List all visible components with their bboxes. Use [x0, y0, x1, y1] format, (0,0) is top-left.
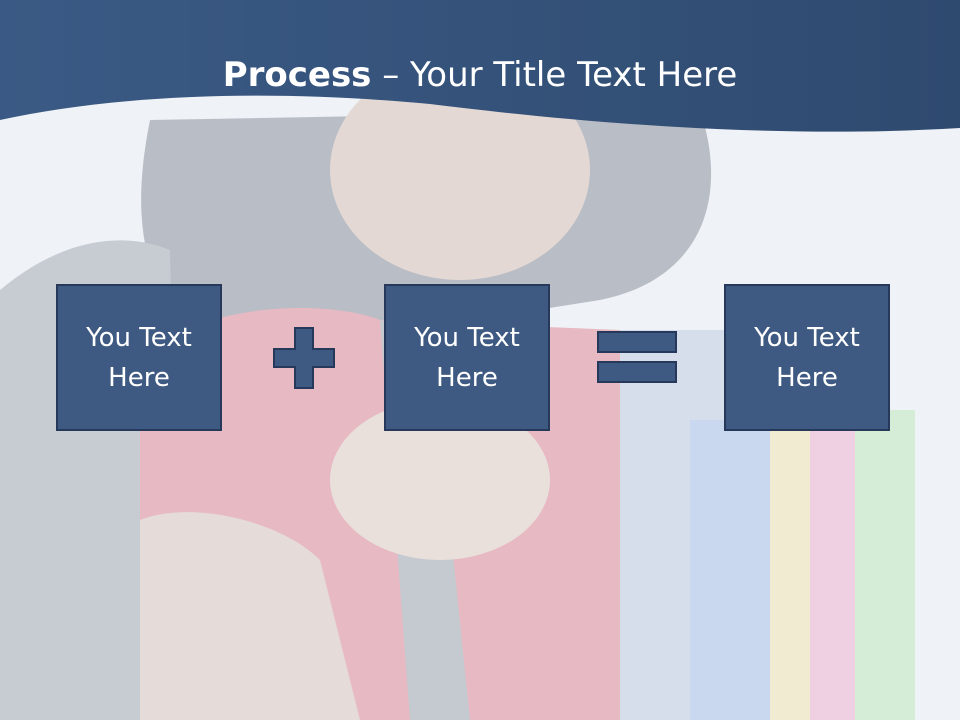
slide-title: Process – Your Title Text Here: [0, 55, 960, 95]
process-box-3[interactable]: You Text Here: [724, 284, 890, 431]
process-box-1[interactable]: You Text Here: [56, 284, 222, 431]
process-box-3-text: You Text Here: [754, 322, 860, 393]
equals-icon: [596, 329, 678, 389]
plus-icon: [272, 326, 336, 394]
title-banner: [0, 0, 960, 140]
slide-title-bold: Process: [222, 55, 372, 95]
process-box-1-text: You Text Here: [86, 322, 192, 393]
slide-title-rest: – Your Title Text Here: [371, 55, 738, 95]
process-box-2[interactable]: You Text Here: [384, 284, 550, 431]
process-box-2-text: You Text Here: [414, 322, 520, 393]
